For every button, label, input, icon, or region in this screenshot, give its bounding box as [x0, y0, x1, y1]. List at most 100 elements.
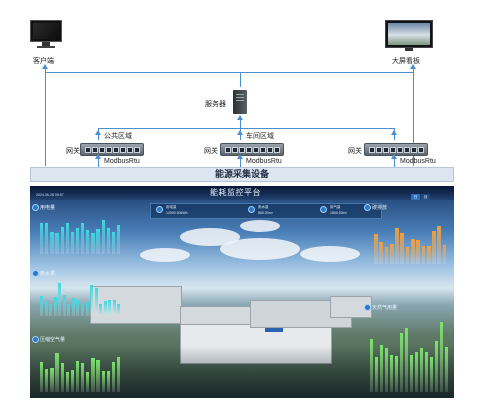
- right-chart-1: [374, 222, 448, 264]
- chart-bar: [395, 355, 399, 392]
- chart-bar: [435, 341, 439, 392]
- left-panel-1-title: 用电量: [40, 205, 56, 211]
- left-chart-1: [40, 216, 122, 254]
- big-screen-icon: [385, 20, 433, 52]
- chart-bar: [55, 352, 59, 392]
- month-button[interactable]: 月: [421, 194, 430, 200]
- arrow-icon: [391, 154, 397, 159]
- panel-icon: [32, 270, 39, 277]
- chart-bar: [411, 238, 415, 264]
- chart-bar: [49, 304, 53, 316]
- chart-bar: [40, 296, 43, 316]
- chart-bar: [111, 232, 116, 254]
- chart-bar: [65, 372, 69, 392]
- chart-bar: [374, 234, 378, 264]
- chart-bar: [370, 338, 374, 392]
- gateway-2-label: 网关: [204, 148, 218, 155]
- day-button[interactable]: 日: [411, 194, 420, 200]
- gateway-1-area: 公共区域: [104, 133, 132, 140]
- left-panel-3-title: 压缩空气量: [40, 337, 66, 343]
- gateway-3-riser: [394, 155, 395, 167]
- chart-bar: [71, 298, 75, 316]
- chart-bar: [101, 220, 105, 254]
- chart-bar: [40, 222, 44, 254]
- chart-bar: [416, 240, 420, 264]
- chart-bar: [76, 300, 80, 316]
- chart-bar: [395, 227, 399, 264]
- arrow-icon: [410, 64, 416, 69]
- chart-bar: [430, 356, 434, 392]
- chart-bar: [81, 302, 84, 316]
- left-chart-2: [40, 282, 122, 316]
- top-connector: [45, 72, 413, 73]
- chart-bar: [75, 228, 80, 254]
- arrow-icon: [391, 130, 397, 135]
- chart-bar: [70, 232, 75, 254]
- chart-bar: [432, 231, 436, 264]
- chart-bar: [385, 348, 389, 392]
- chart-bar: [390, 354, 394, 392]
- chart-bar: [86, 230, 90, 254]
- kpi-name: 用气量: [330, 205, 341, 209]
- chart-bar: [405, 247, 410, 264]
- big-screen-label: 大屏看板: [392, 58, 420, 65]
- water-drop-icon: [248, 206, 255, 213]
- gateway-2-riser: [240, 155, 241, 167]
- arrow-icon: [42, 64, 48, 69]
- chart-bar: [108, 299, 112, 316]
- chart-bar: [50, 367, 54, 392]
- kpi-name: 用电量: [166, 205, 177, 209]
- client-label: 客户端: [33, 58, 54, 65]
- kpi-value: 560.00m³: [258, 211, 273, 215]
- chart-bar: [94, 288, 98, 316]
- chart-bar: [375, 356, 379, 392]
- chart-bar: [45, 369, 49, 392]
- arrow-icon: [237, 154, 243, 159]
- chart-bar: [117, 304, 121, 316]
- gateway-3-label: 网关: [348, 148, 362, 155]
- chart-bar: [389, 243, 394, 264]
- chart-bar: [60, 227, 64, 254]
- chart-bar: [106, 228, 110, 254]
- left-panel-2-title: 用水量: [40, 271, 56, 277]
- chart-bar: [55, 232, 59, 254]
- chart-bar: [96, 359, 100, 392]
- chart-bar: [421, 245, 426, 264]
- arrow-icon: [237, 115, 243, 120]
- dashboard-date: 2024-06-28 09:57: [36, 193, 64, 197]
- chart-bar: [106, 371, 110, 392]
- chart-bar: [67, 303, 71, 316]
- right-connector: [413, 66, 414, 166]
- chart-bar: [116, 356, 121, 392]
- chart-bar: [101, 370, 105, 392]
- dashboard-screenshot: 能耗监控平台 2024-06-28 09:57 用电量 12000.00kWh …: [30, 186, 454, 398]
- left-chart-3: [40, 348, 122, 392]
- chart-bar: [410, 354, 414, 392]
- chart-bar: [44, 301, 48, 316]
- chart-bar: [112, 300, 116, 316]
- right-chart-2: [370, 322, 450, 392]
- left-connector: [45, 66, 46, 166]
- dashboard-title: 能耗监控平台: [210, 188, 261, 197]
- chart-bar: [442, 244, 447, 264]
- chart-bar: [86, 371, 90, 392]
- panel-icon: [364, 204, 371, 211]
- server-up-connector: [240, 72, 241, 87]
- chart-bar: [81, 363, 85, 392]
- chart-bar: [426, 246, 431, 264]
- chart-bar: [60, 362, 64, 392]
- chart-bar: [425, 352, 429, 392]
- acquisition-band: 能源采集设备: [30, 167, 454, 182]
- chart-bar: [91, 358, 95, 392]
- gateway-3-protocol: ModbusRtu: [400, 158, 436, 165]
- chart-bar: [415, 351, 419, 392]
- chart-bar: [50, 231, 54, 254]
- chart-bar: [111, 361, 116, 392]
- chart-bar: [103, 301, 107, 316]
- kpi-value: 1800.00m³: [330, 211, 347, 215]
- chart-bar: [440, 322, 444, 392]
- chart-bar: [380, 345, 384, 392]
- arrow-icon: [95, 130, 101, 135]
- chart-bar: [99, 303, 103, 316]
- lightning-icon: [156, 206, 163, 213]
